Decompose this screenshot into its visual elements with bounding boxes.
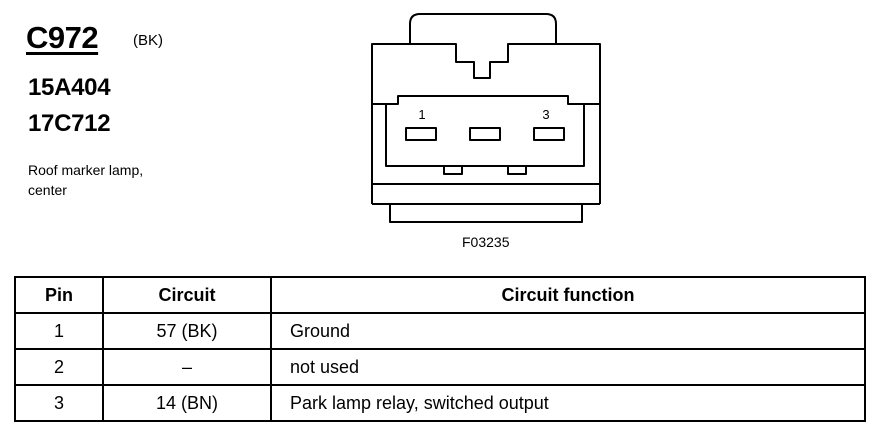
column-header-pin: Pin bbox=[14, 276, 104, 314]
pin-cell: 2 bbox=[14, 348, 104, 386]
table-row: 2 – not used bbox=[14, 348, 866, 386]
connector-id: C972 bbox=[26, 20, 99, 55]
function-cell: not used bbox=[270, 348, 866, 386]
connector-housing bbox=[371, 43, 601, 185]
circuit-cell: 14 (BN) bbox=[102, 384, 272, 422]
column-header-circuit: Circuit bbox=[102, 276, 272, 314]
table-row: 3 14 (BN) Park lamp relay, switched outp… bbox=[14, 384, 866, 422]
pin-label: 3 bbox=[542, 107, 549, 122]
table-header-row: Pin Circuit Circuit function bbox=[14, 276, 866, 314]
description-line: Roof marker lamp, bbox=[28, 162, 144, 178]
part-number: 17C712 bbox=[28, 110, 111, 137]
bottom-key bbox=[443, 165, 463, 175]
function-cell: Ground bbox=[270, 312, 866, 350]
part-number: 15A404 bbox=[28, 74, 111, 101]
terminal-pin-1 bbox=[405, 127, 437, 141]
column-header-function: Circuit function bbox=[270, 276, 866, 314]
pin-cell: 3 bbox=[14, 384, 104, 422]
figure-code: F03235 bbox=[462, 234, 510, 250]
pin-label: 1 bbox=[418, 107, 425, 122]
locking-latch bbox=[409, 13, 557, 44]
circuit-cell: 57 (BK) bbox=[102, 312, 272, 350]
terminal-cavity bbox=[385, 95, 585, 167]
description-line: center bbox=[28, 182, 67, 198]
connector-face-diagram: 1 3 bbox=[371, 13, 601, 223]
pin-cell: 1 bbox=[14, 312, 104, 350]
function-cell: Park lamp relay, switched output bbox=[270, 384, 866, 422]
connector-description: Roof marker lamp, center bbox=[28, 160, 188, 200]
pinout-table: Pin Circuit Circuit function 1 57 (BK) G… bbox=[14, 276, 866, 422]
bottom-key bbox=[507, 165, 527, 175]
table-row: 1 57 (BK) Ground bbox=[14, 312, 866, 350]
circuit-cell: – bbox=[102, 348, 272, 386]
connector-color: (BK) bbox=[133, 32, 163, 49]
terminal-pin-2 bbox=[469, 127, 501, 141]
terminal-pin-3 bbox=[533, 127, 565, 141]
